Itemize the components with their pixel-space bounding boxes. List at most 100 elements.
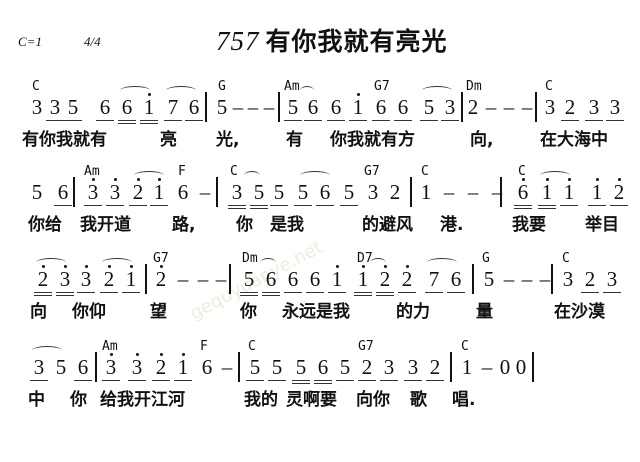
bar-line bbox=[229, 264, 231, 294]
note: 5 bbox=[31, 180, 43, 204]
note: 1 bbox=[125, 265, 137, 291]
beam-underline bbox=[56, 292, 74, 293]
lyric: 的避风 bbox=[362, 215, 413, 235]
note: 5 bbox=[423, 95, 435, 119]
beam-underline bbox=[372, 120, 390, 121]
slur bbox=[120, 86, 150, 95]
beam-underline bbox=[447, 292, 465, 293]
dash: – bbox=[481, 355, 493, 379]
lyric: 你给 bbox=[28, 215, 62, 235]
beam-underline bbox=[606, 120, 624, 121]
note: 3 bbox=[31, 95, 43, 119]
dash: – bbox=[443, 180, 455, 204]
lyric: 给我开江河 bbox=[100, 390, 185, 410]
slur bbox=[300, 171, 330, 180]
beam-underline bbox=[294, 205, 312, 206]
beam-underline bbox=[376, 292, 394, 293]
note: 0 bbox=[499, 355, 511, 379]
bar-line bbox=[450, 352, 452, 382]
beam-underline bbox=[284, 292, 302, 293]
note: 3 bbox=[383, 355, 395, 379]
beam-underline bbox=[538, 208, 556, 209]
beam-underline bbox=[306, 292, 324, 293]
note: 5 bbox=[343, 180, 355, 204]
note: 1 bbox=[143, 93, 155, 119]
note: 6 bbox=[57, 180, 69, 204]
beam-underline bbox=[34, 295, 52, 296]
dash: – bbox=[177, 267, 189, 291]
song-number: 757 bbox=[216, 26, 260, 56]
slur bbox=[300, 86, 314, 95]
beam-underline bbox=[327, 120, 345, 121]
note: 1 bbox=[357, 265, 369, 291]
note: 2 bbox=[389, 180, 401, 204]
note: 2 bbox=[361, 355, 373, 379]
chord-symbol: Am bbox=[102, 339, 118, 354]
note: 6 bbox=[450, 267, 462, 291]
beam-underline bbox=[425, 292, 443, 293]
chord-symbol: C bbox=[421, 164, 429, 179]
beam-underline bbox=[268, 380, 286, 381]
note: 5 bbox=[295, 355, 307, 379]
lyric: 你仰 bbox=[72, 302, 106, 322]
beam-underline bbox=[228, 208, 246, 209]
note: 7 bbox=[428, 267, 440, 291]
note: 2 bbox=[132, 178, 144, 204]
beam-underline bbox=[585, 120, 603, 121]
chord-symbol: G7 bbox=[364, 164, 380, 179]
lyric: 你 bbox=[236, 215, 253, 235]
beam-underline bbox=[336, 380, 354, 381]
note: 1 bbox=[420, 180, 432, 204]
note: 2 bbox=[379, 265, 391, 291]
bar-line bbox=[551, 264, 553, 294]
beam-underline bbox=[316, 205, 334, 206]
beam-underline bbox=[164, 120, 182, 121]
lyric: 向你 bbox=[356, 390, 390, 410]
note: 1 bbox=[563, 178, 575, 204]
beam-underline bbox=[240, 295, 258, 296]
note: 5 bbox=[253, 180, 265, 204]
note: 5 bbox=[67, 95, 79, 119]
beam-underline bbox=[46, 120, 64, 121]
chord-symbol: Am bbox=[284, 79, 300, 94]
note: 2 bbox=[155, 265, 167, 291]
beam-underline bbox=[106, 205, 124, 206]
beam-underline bbox=[426, 380, 444, 381]
dash: – bbox=[215, 267, 227, 291]
lyric: 举目 bbox=[585, 215, 619, 235]
beam-underline bbox=[514, 208, 532, 209]
bar-line bbox=[532, 352, 534, 382]
bar-line bbox=[472, 264, 474, 294]
bar-line bbox=[73, 177, 75, 207]
lyric: 我的 bbox=[244, 390, 278, 410]
beam-underline bbox=[262, 292, 280, 293]
note: 3 bbox=[609, 95, 621, 119]
beam-underline bbox=[581, 292, 599, 293]
chord-symbol: G bbox=[218, 79, 226, 94]
note: 3 bbox=[562, 267, 574, 291]
note: 5 bbox=[287, 95, 299, 119]
beam-underline bbox=[246, 380, 264, 381]
note: 6 bbox=[265, 267, 277, 291]
chord-symbol: G7 bbox=[358, 339, 374, 354]
lyric: 的力 bbox=[396, 302, 430, 322]
beam-underline bbox=[102, 380, 120, 381]
dash: – bbox=[247, 95, 259, 119]
lyric: 亮 bbox=[160, 130, 177, 150]
dash: – bbox=[467, 180, 479, 204]
chord-symbol: C bbox=[32, 79, 40, 94]
note: 6 bbox=[317, 355, 329, 379]
lyric: 灵啊要 bbox=[286, 390, 337, 410]
note: 6 bbox=[201, 355, 213, 379]
beam-underline bbox=[140, 120, 158, 121]
note: 6 bbox=[99, 95, 111, 119]
bar-line bbox=[535, 92, 537, 122]
note: 5 bbox=[339, 355, 351, 379]
lyric: 是我 bbox=[270, 215, 304, 235]
beam-underline bbox=[340, 205, 358, 206]
note: 3 bbox=[109, 178, 121, 204]
lyric: 港. bbox=[440, 215, 464, 235]
beam-underline bbox=[185, 120, 203, 121]
